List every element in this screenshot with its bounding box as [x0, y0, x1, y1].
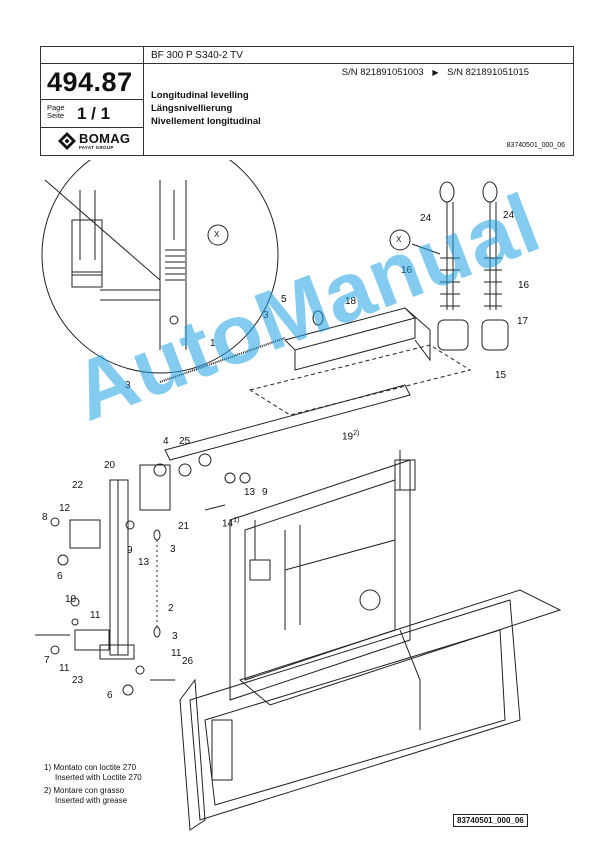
callout-7: 7	[44, 655, 50, 666]
callout-4: 4	[163, 436, 169, 447]
title-en: Longitudinal levelling	[151, 90, 249, 101]
serial-from: S/N 821891051003	[341, 67, 424, 78]
callout-9: 9	[127, 545, 133, 556]
title-de: Längsnivellierung	[151, 103, 233, 114]
page-titles: Longitudinal levelling Längsnivellierung…	[151, 89, 261, 128]
detail-view-x	[41, 160, 279, 374]
callout-16: 16	[518, 280, 530, 291]
serial-range: S/N 821891051003 ▶ S/N 821891051015	[342, 67, 529, 78]
header-divider	[41, 127, 143, 128]
callout-3: 3	[172, 631, 178, 642]
detail-marker-x: X	[396, 235, 402, 244]
callout-25: 25	[179, 436, 191, 447]
callout-3: 3	[170, 544, 176, 555]
callout-15: 15	[495, 370, 507, 381]
callout-11: 11	[171, 648, 182, 659]
serial-to: S/N 821891051015	[447, 67, 529, 78]
machine-frame	[179, 450, 562, 831]
header-divider	[143, 63, 573, 64]
note-1-it: 1) Montato con loctite 270	[44, 763, 137, 772]
brand-logo: BOMAG FAYAT GROUP	[57, 131, 137, 153]
callout-16: 16	[401, 265, 413, 276]
callout-19-note: 2)	[353, 430, 360, 437]
brand-name: BOMAG	[79, 131, 131, 146]
callout-14-note: 1)	[233, 517, 240, 524]
note-1-en: Inserted with Loctite 270	[55, 772, 142, 782]
drawing-code: 83740501_000_06	[506, 142, 565, 149]
parts-illustration	[35, 160, 562, 831]
callout-21: 21	[178, 521, 190, 532]
detail-marker-x: X	[214, 230, 220, 239]
callout-9: 9	[262, 487, 268, 498]
callout-24: 24	[503, 210, 515, 221]
callout-23: 23	[72, 675, 84, 686]
callout-19: 192)	[342, 430, 359, 442]
callout-8: 8	[42, 512, 48, 523]
rod-19	[164, 384, 411, 461]
footer-drawing-code: 83740501_000_06	[453, 814, 528, 827]
callout-5: 5	[281, 294, 287, 305]
callout-20: 20	[104, 460, 116, 471]
callout-13: 13	[138, 557, 150, 568]
callout-17: 17	[517, 316, 529, 327]
dashed-outline	[248, 344, 472, 416]
callout-1: 1	[210, 338, 216, 349]
header-divider	[41, 63, 143, 64]
callout-3: 3	[263, 310, 269, 321]
exploded-parts-drawing: 1 2 3 3 3 3 4 5 6 6 7 8 9 9 10 11 11 11 …	[0, 160, 612, 840]
callout-18: 18	[345, 296, 357, 307]
callout-11: 11	[90, 610, 101, 621]
callout-6: 6	[57, 571, 63, 582]
header-divider	[41, 99, 143, 100]
page-label: Page Seite	[47, 103, 65, 120]
model-name: BF 300 P S340-2 TV	[151, 50, 243, 61]
note-2-en: Inserted with grease	[55, 795, 128, 805]
brackets	[35, 517, 175, 696]
post-20	[99, 479, 135, 660]
footnotes: 1) Montato con loctite 270 Inserted with…	[44, 763, 142, 805]
page-count: 1 / 1	[77, 104, 111, 123]
callout-14-number: 14	[222, 518, 234, 530]
title-fr: Nivellement longitudinal	[151, 116, 261, 127]
callout-26: 26	[182, 656, 194, 667]
doc-number: 494.87	[47, 67, 133, 97]
callout-3: 3	[125, 380, 131, 391]
callout-13: 13	[244, 487, 256, 498]
centre-hardware	[125, 453, 251, 530]
beam-18	[284, 307, 431, 371]
callout-12: 12	[59, 503, 71, 514]
serial-arrow-icon: ▶	[432, 68, 439, 77]
callout-6: 6	[107, 690, 113, 701]
callout-24: 24	[420, 213, 432, 224]
callout-2: 2	[168, 603, 174, 614]
lifting-eyes	[389, 181, 509, 351]
callout-10: 10	[65, 594, 77, 605]
callout-22: 22	[72, 480, 84, 491]
brand-sub: FAYAT GROUP	[79, 145, 114, 150]
callout-11: 11	[59, 663, 70, 674]
callout-14: 141)	[222, 517, 239, 529]
callout-19-number: 19	[342, 431, 354, 443]
header-divider	[143, 47, 144, 155]
bomag-logo-icon	[58, 132, 76, 150]
note-2-it: 2) Montare con grasso	[44, 786, 125, 795]
header-table: BF 300 P S340-2 TV 494.87 Page Seite 1 /…	[40, 46, 574, 156]
